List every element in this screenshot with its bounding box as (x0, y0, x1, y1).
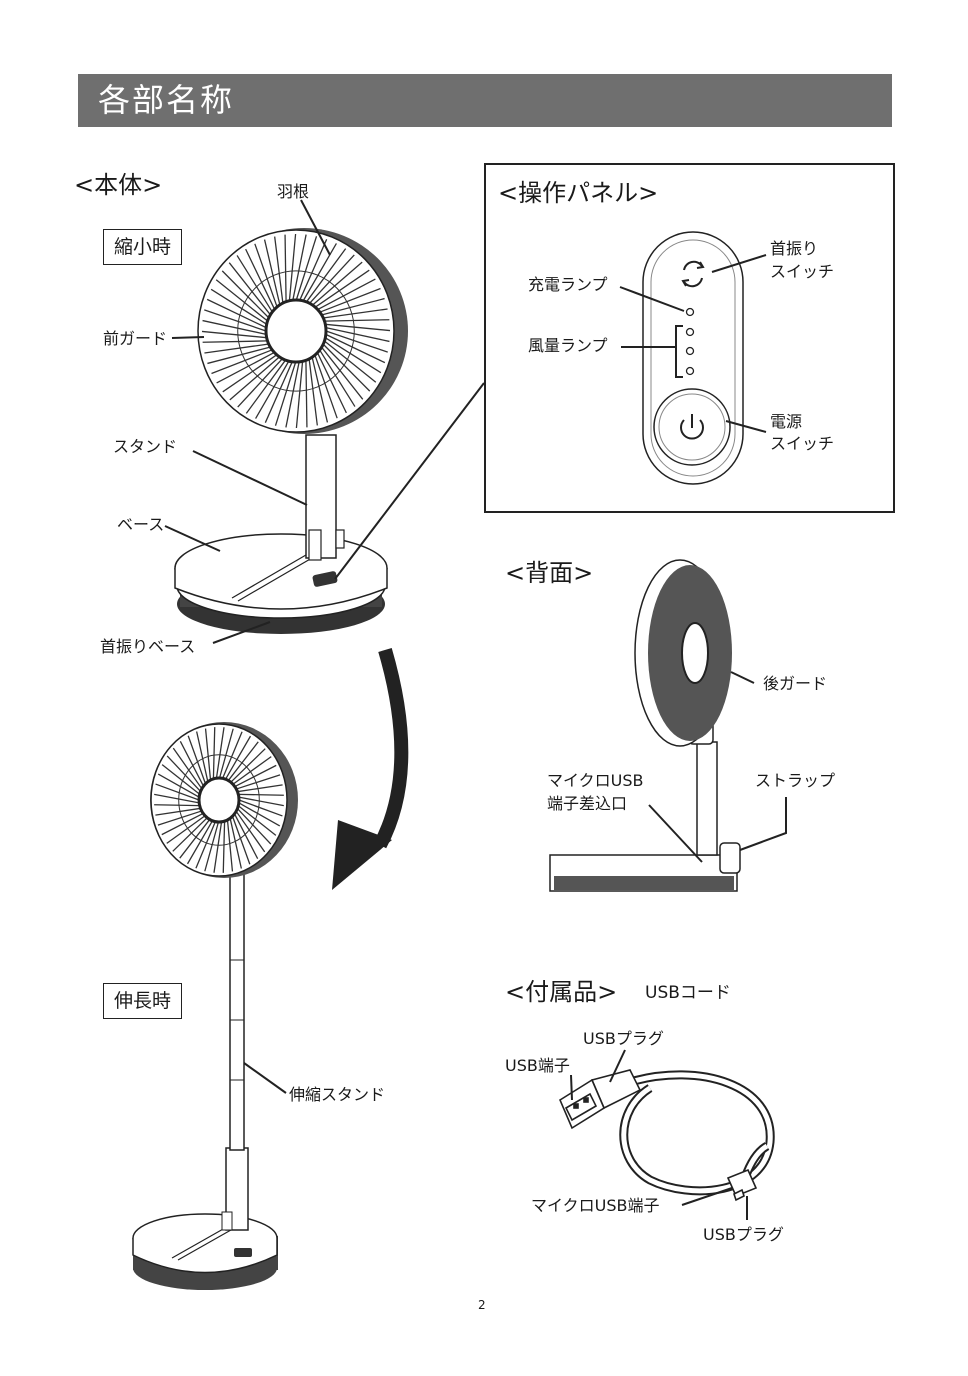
label-blade: 羽根 (277, 182, 309, 202)
label-power-switch-line1: 電源 (770, 411, 802, 433)
label-telescopic-stand: 伸縮スタンド (289, 1085, 385, 1105)
label-charge-lamp: 充電ランプ (528, 275, 608, 295)
charge-lamp-dot (687, 309, 694, 316)
label-usb-plug-top: USBプラグ (583, 1029, 664, 1049)
usb-cable-illustration (560, 1050, 770, 1220)
label-front-guard: 前ガード (103, 329, 167, 349)
label-stand: スタンド (113, 437, 177, 457)
label-strap: ストラップ (755, 771, 835, 791)
transition-arrow-icon (332, 650, 401, 890)
control-panel-illustration (620, 232, 766, 484)
page-number: 2 (478, 1298, 486, 1312)
label-swing-base: 首振りベース (100, 637, 195, 657)
label-airflow-lamp: 風量ランプ (528, 336, 608, 356)
label-base: ベース (117, 515, 164, 535)
label-power-switch-line2: スイッチ (770, 433, 834, 455)
label-swing-switch-line2: スイッチ (770, 261, 834, 283)
label-micro-usb-terminal: マイクロUSB端子 (531, 1196, 660, 1216)
back-view-fan (550, 560, 740, 891)
label-usb-cord: USBコード (645, 983, 731, 1003)
label-swing-switch-line1: 首振り (770, 238, 818, 260)
compact-fan-base (175, 534, 387, 634)
compact-fan (175, 228, 408, 634)
label-micro-usb-port-line1: マイクロUSB (547, 770, 644, 792)
label-rear-guard: 後ガード (763, 674, 827, 694)
label-usb-terminal: USB端子 (505, 1056, 570, 1076)
extended-fan (133, 722, 298, 1290)
compact-fan-head (198, 228, 408, 434)
label-usb-plug-bottom: USBプラグ (703, 1225, 784, 1245)
label-micro-usb-port-line2: 端子差込口 (547, 793, 627, 815)
